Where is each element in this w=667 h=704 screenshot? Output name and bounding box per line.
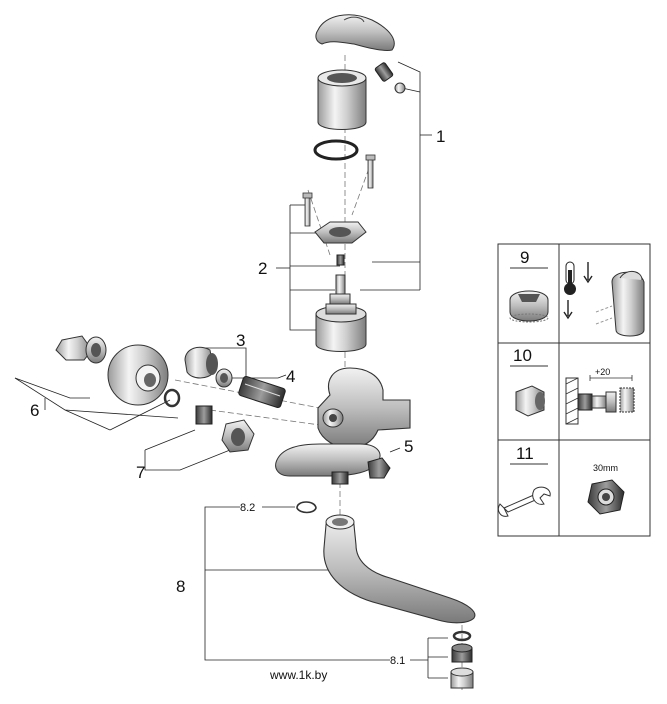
callout-1: 1	[436, 127, 445, 146]
callout-8-1: 8.1	[390, 655, 405, 667]
thermometer-icon	[563, 261, 593, 320]
callout-8: 8	[176, 577, 185, 596]
clamping-ring	[314, 221, 367, 244]
set-screw	[374, 62, 406, 94]
legend-box: 9 10	[497, 243, 651, 537]
callout-4: 4	[286, 367, 295, 386]
cartridge-stem	[329, 274, 351, 305]
callout-5: 5	[404, 437, 413, 456]
legend-number-10: 10	[513, 346, 532, 365]
check-valve	[195, 405, 213, 425]
thermo-element	[238, 375, 286, 409]
hex-nut-icon	[587, 479, 625, 515]
long-bolts	[302, 154, 376, 227]
reducer-fitting	[215, 368, 233, 388]
legend-number-9: 9	[520, 248, 529, 267]
hex-plug	[367, 457, 391, 479]
o-ring	[313, 139, 359, 161]
legend-number-11: 11	[516, 444, 534, 463]
callout-2: 2	[258, 259, 267, 278]
lever-temperature-icon	[595, 271, 645, 337]
elbow-fitting	[184, 346, 218, 379]
lever-handle	[315, 14, 395, 51]
wall-flange	[107, 344, 169, 406]
flat-washer	[163, 388, 181, 408]
faucet-body	[275, 367, 411, 485]
extension-dimension-icon: +20	[565, 367, 635, 425]
s-union-connector	[55, 335, 107, 364]
spout-clip	[296, 501, 317, 514]
small-screw	[336, 254, 345, 266]
extension-fitting-icon	[515, 385, 545, 417]
callout-6: 6	[30, 401, 39, 420]
handle-sleeve	[317, 69, 367, 130]
aerator-set	[450, 630, 474, 689]
callout-8-2: 8.2	[240, 502, 255, 514]
wrench-size-label: 30mm	[593, 463, 618, 473]
callout-7: 7	[136, 463, 145, 482]
watermark: www.1k.by	[269, 668, 327, 682]
dimension-plus-20: +20	[595, 367, 610, 377]
cartridge-body	[315, 303, 367, 352]
callout-3: 3	[236, 331, 245, 350]
wrench-icon	[497, 486, 551, 517]
temperature-limiter-icon	[509, 290, 549, 323]
union-nut	[221, 419, 255, 453]
swivel-spout	[323, 514, 476, 624]
